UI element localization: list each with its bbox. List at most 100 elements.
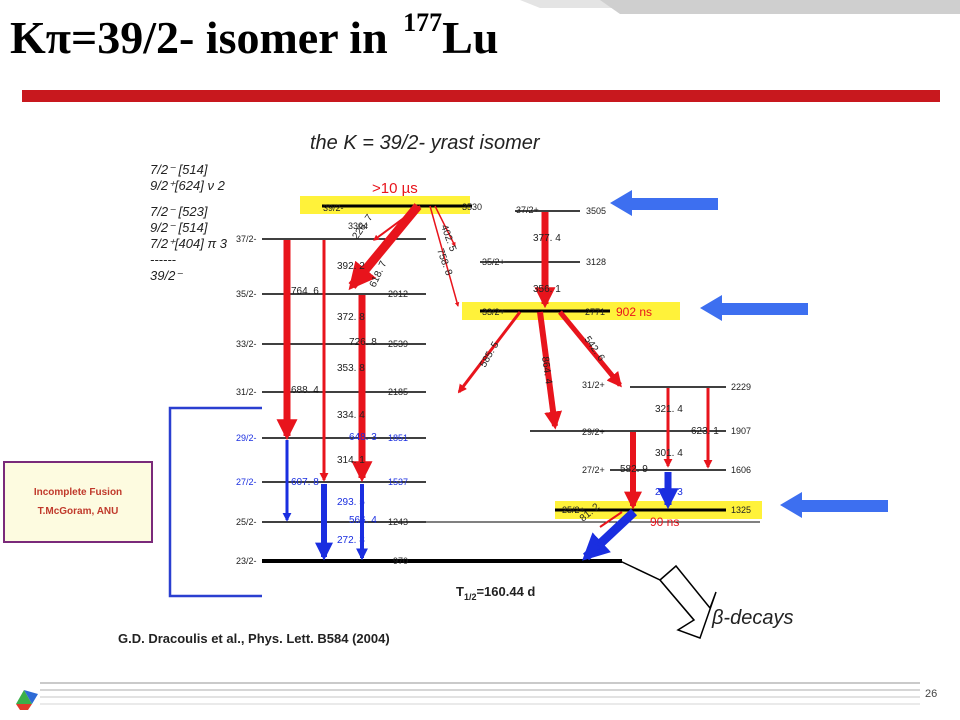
reference-citation: G.D. Dracoulis et al., Phys. Lett. B584 …	[118, 631, 390, 646]
level-spin: 23/2-	[236, 556, 257, 566]
band2-transitions	[429, 205, 622, 430]
gamma-arrow	[582, 508, 638, 561]
gamma-arrow	[348, 203, 422, 291]
half-life-subscript: 1/2	[464, 592, 477, 602]
level-energy: 1243	[388, 517, 408, 527]
gamma-arrow	[599, 511, 623, 528]
gamma-energy: 585. 5	[478, 340, 502, 370]
config-line: 7/2⁺[404] π 3	[150, 236, 228, 251]
gamma-energy: 542. 6	[582, 334, 607, 363]
slide-title: Kπ=39/2- isomer in 177Lu	[10, 8, 498, 64]
level-energy: 1325	[731, 505, 751, 515]
level-energy: 1537	[388, 477, 408, 487]
level-spin: 39/2-	[323, 203, 344, 213]
level-spin: 25/2+	[562, 505, 585, 515]
level-spin: 27/2-	[236, 477, 257, 487]
title-main: Kπ=39/2- isomer in	[10, 12, 400, 63]
isomer-lifetime-mid: 902 ns	[616, 305, 652, 319]
beta-decay-arrow	[619, 560, 717, 639]
gamma-energy: 764. 6	[291, 286, 319, 297]
logo-icon	[16, 690, 38, 710]
band3-labels: 31/2+ 2229 29/2+ 1907 27/2+ 1606 25/2+ 1…	[562, 380, 751, 515]
gamma-energy: 334. 4	[337, 410, 365, 421]
level-energy: 3530	[462, 202, 482, 212]
half-life-label: T1/2=160.44 d	[456, 584, 535, 602]
level-energy: 1606	[731, 465, 751, 475]
gamma-arrow	[434, 205, 456, 247]
level-spin: 33/2-	[236, 339, 257, 349]
band3-levels	[530, 386, 726, 512]
gamma-energy: 582. 9	[620, 464, 648, 475]
level-energy: 1907	[731, 426, 751, 436]
level-spin: 29/2-	[236, 433, 257, 443]
incomplete-fusion-bracket	[168, 406, 262, 598]
gamma-energy: 314. 1	[337, 455, 365, 466]
incomplete-fusion-credit: T.McGoram, ANU	[37, 506, 119, 517]
gamma-energy: 607. 8	[291, 477, 319, 488]
level-spin: 31/2+	[582, 380, 605, 390]
band1-transitions	[276, 203, 422, 561]
gamma-energy: 623. 1	[691, 426, 719, 437]
level-spin: 25/2-	[236, 517, 257, 527]
beta-decays-label: β-decays	[711, 607, 793, 629]
level-energy: 970	[393, 556, 408, 566]
left-arrow-icon	[780, 492, 888, 518]
config-line: 39/2⁻	[150, 268, 183, 283]
title-element: Lu	[442, 12, 499, 63]
band2-labels: 37/2+ 3505 35/2+ 3128 33/2+ 2771	[482, 205, 606, 317]
config-line: 7/2⁻ [514]	[150, 162, 208, 177]
level-energy: 2185	[388, 387, 408, 397]
half-life-value: =160.44 d	[476, 584, 535, 599]
isomer-lifetime-top: >10 µs	[372, 180, 418, 197]
band2-levels	[480, 210, 610, 313]
level-energy: 3304	[348, 221, 368, 231]
gamma-energy: 281. 3	[655, 487, 683, 498]
level-spin: 35/2+	[482, 257, 505, 267]
config-line: 7/2⁻ [523]	[150, 204, 208, 219]
incomplete-fusion-label: Incomplete Fusion	[33, 487, 123, 498]
level-energy: 2912	[388, 289, 408, 299]
gamma-energy: 301. 4	[655, 448, 683, 459]
gamma-arrow	[558, 310, 622, 388]
level-spin: 31/2-	[236, 387, 257, 397]
gamma-energy: 356. 1	[533, 284, 561, 295]
level-energy: 2229	[731, 382, 751, 392]
level-energy: 1851	[388, 433, 408, 443]
gamma-energy: 648. 3	[349, 432, 377, 443]
level-energy: 2771	[585, 307, 605, 317]
half-life-prefix: T	[456, 584, 464, 599]
level-spin: 37/2-	[236, 234, 257, 244]
gamma-energy: 688. 4	[291, 385, 319, 396]
blue-arrows	[610, 190, 888, 518]
gamma-energy: 353. 8	[337, 363, 365, 374]
page-number: 26	[925, 688, 938, 700]
isomer-caption: the K = 39/2- yrast isomer	[310, 132, 540, 154]
config-line: 9/2⁺[624] ν 2	[150, 178, 225, 193]
left-arrow-icon	[700, 295, 808, 321]
gamma-arrow	[537, 311, 563, 430]
band3-transitions	[582, 388, 713, 561]
title-underline-bar	[22, 90, 940, 102]
incomplete-fusion-box: Incomplete Fusion T.McGoram, ANU	[3, 461, 153, 543]
gamma-energy: 372. 8	[337, 312, 365, 323]
isomer-lifetime-low: 90 ns	[650, 515, 679, 529]
band1-levels	[262, 204, 760, 563]
gamma-energy: 321. 4	[655, 404, 683, 415]
gamma-energy: 293. 5	[337, 497, 365, 508]
top-decoration	[520, 0, 960, 14]
level-energy: 3505	[586, 206, 606, 216]
gamma-energy: 272. 8	[337, 535, 365, 546]
title-mass: 177	[403, 8, 443, 37]
level-spin: 33/2+	[482, 307, 505, 317]
level-spin: 27/2+	[582, 465, 605, 475]
gamma-arrow	[373, 205, 421, 241]
footer-decoration	[40, 682, 920, 705]
gamma-energy: 726. 8	[349, 337, 377, 348]
gamma-energy: 377. 4	[533, 233, 561, 244]
config-line: 9/2⁻ [514]	[150, 220, 208, 235]
gamma-energy: 392. 2	[337, 261, 365, 272]
gamma-energy: 864. 4	[539, 356, 554, 385]
gamma-energy: 566. 4	[349, 515, 377, 526]
level-energy: 2539	[388, 339, 408, 349]
